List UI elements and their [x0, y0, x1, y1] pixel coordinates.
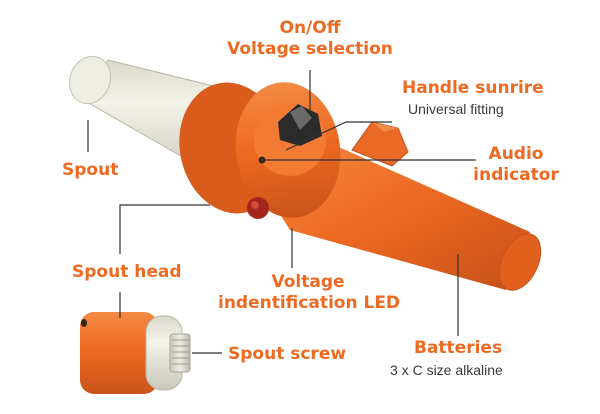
on-off-text: On/Off: [279, 18, 341, 38]
label-audio-indicator: Audio indicator: [468, 144, 564, 186]
audio-text: Audio: [488, 144, 544, 164]
voltage-text: Voltage: [271, 272, 345, 292]
label-spout-screw: Spout screw: [228, 344, 347, 364]
on-off-switch: [278, 104, 322, 146]
handle-fitting: [351, 121, 409, 167]
leader-spout-head: [119, 204, 210, 254]
label-voltage-led: Voltage indentification LED: [218, 272, 401, 314]
leader-handle-sunrire: [285, 121, 392, 151]
label-handle-sunrire: Handle sunrire: [402, 78, 544, 98]
label-on-off: On/Off Voltage selection: [222, 18, 398, 60]
label-batteries-detail: 3 x C size alkaline: [390, 362, 503, 378]
label-spout: Spout: [62, 160, 119, 180]
spout-head-part: [80, 312, 191, 394]
voltage-led: [247, 197, 269, 219]
identification-led-text: indentification LED: [218, 293, 401, 313]
voltage-selection-text: Voltage selection: [227, 39, 393, 59]
label-batteries: Batteries: [414, 338, 503, 358]
indicator-text: indicator: [473, 165, 559, 185]
label-universal-fitting: Universal fitting: [408, 101, 504, 117]
label-spout-head: Spout head: [72, 262, 182, 282]
leader-lines: [87, 70, 476, 354]
